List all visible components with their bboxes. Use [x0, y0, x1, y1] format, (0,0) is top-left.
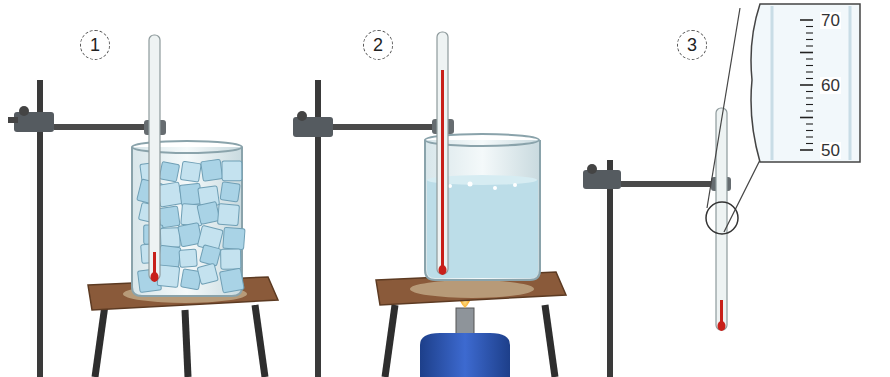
scale-tick — [806, 71, 813, 72]
scale-tick — [800, 84, 813, 86]
callout-number: 2 — [363, 30, 393, 60]
ice-cube — [200, 245, 221, 266]
ice-cube — [223, 227, 245, 249]
scale-value: 70 — [820, 12, 841, 29]
scale-tick — [806, 45, 813, 46]
ice-cube — [179, 249, 197, 267]
scale-tick — [806, 143, 813, 144]
ice-cube — [157, 182, 182, 207]
scale-tick — [806, 78, 813, 79]
scale-tick — [806, 32, 813, 33]
thermometer-1 — [149, 35, 160, 282]
thermometer-2 — [437, 32, 448, 275]
tripod-2 — [376, 272, 566, 377]
scale-tick — [806, 110, 813, 111]
scale-value: 60 — [820, 77, 841, 94]
ice-cube — [201, 159, 223, 181]
ice-cube — [160, 228, 180, 248]
scale-tick — [806, 58, 813, 59]
scale-tick — [806, 123, 813, 124]
stand-3 — [583, 160, 731, 377]
ice-cube — [197, 202, 220, 225]
callout-number: 3 — [677, 30, 707, 60]
ice-cube — [180, 161, 201, 182]
scale-tick — [806, 136, 813, 137]
magnifier — [706, 4, 860, 234]
scale-value: 50 — [820, 142, 841, 159]
scale-tick — [806, 65, 813, 66]
scale-tick — [800, 117, 813, 119]
ice-cube — [218, 204, 240, 226]
ice-cube — [158, 245, 181, 268]
ice-cube — [222, 161, 242, 181]
scale-tick — [800, 149, 813, 151]
ice-cube — [220, 182, 240, 202]
scale-tick — [806, 104, 813, 105]
ice-cube — [197, 263, 218, 284]
scale-tick — [806, 130, 813, 131]
ice-cube — [221, 249, 241, 269]
scale-tick — [806, 97, 813, 98]
scale-tick — [806, 91, 813, 92]
ice-cube — [219, 268, 244, 293]
scale-tick — [806, 39, 813, 40]
scale-tick — [800, 52, 813, 54]
scale-tick — [806, 26, 813, 27]
scale-tick — [800, 19, 813, 21]
ice-cube — [159, 161, 179, 181]
callout-number: 1 — [80, 30, 110, 60]
